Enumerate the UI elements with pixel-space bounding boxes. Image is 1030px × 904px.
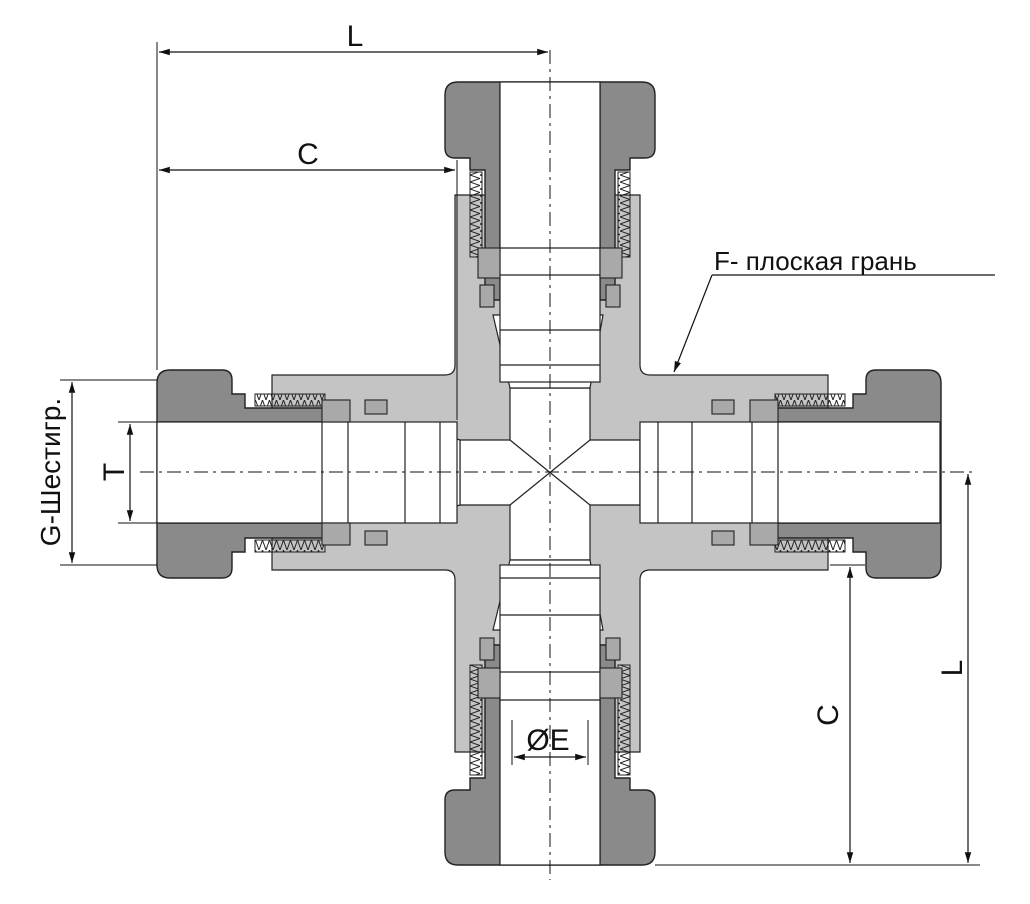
dimension-E bbox=[511, 720, 589, 765]
label-T: T bbox=[98, 463, 131, 481]
dimension-T bbox=[118, 421, 157, 524]
leader-flat-face bbox=[673, 274, 995, 373]
centerlines bbox=[140, 50, 975, 880]
label-L-top: L bbox=[347, 20, 364, 53]
label-C-right: C bbox=[812, 704, 845, 726]
label-L-right: L bbox=[936, 660, 969, 677]
left-nut bbox=[156, 369, 458, 579]
dimension-C-top bbox=[159, 160, 458, 420]
label-C-top: C bbox=[297, 138, 319, 171]
label-flat-face: F- плоская грань bbox=[714, 246, 917, 276]
dimension-L-top bbox=[156, 42, 548, 370]
label-E: ØE bbox=[526, 724, 569, 757]
label-hex: G-Шестигр. bbox=[35, 398, 66, 546]
dimension-hex-G bbox=[60, 379, 157, 566]
dimension-C-right bbox=[655, 564, 980, 866]
